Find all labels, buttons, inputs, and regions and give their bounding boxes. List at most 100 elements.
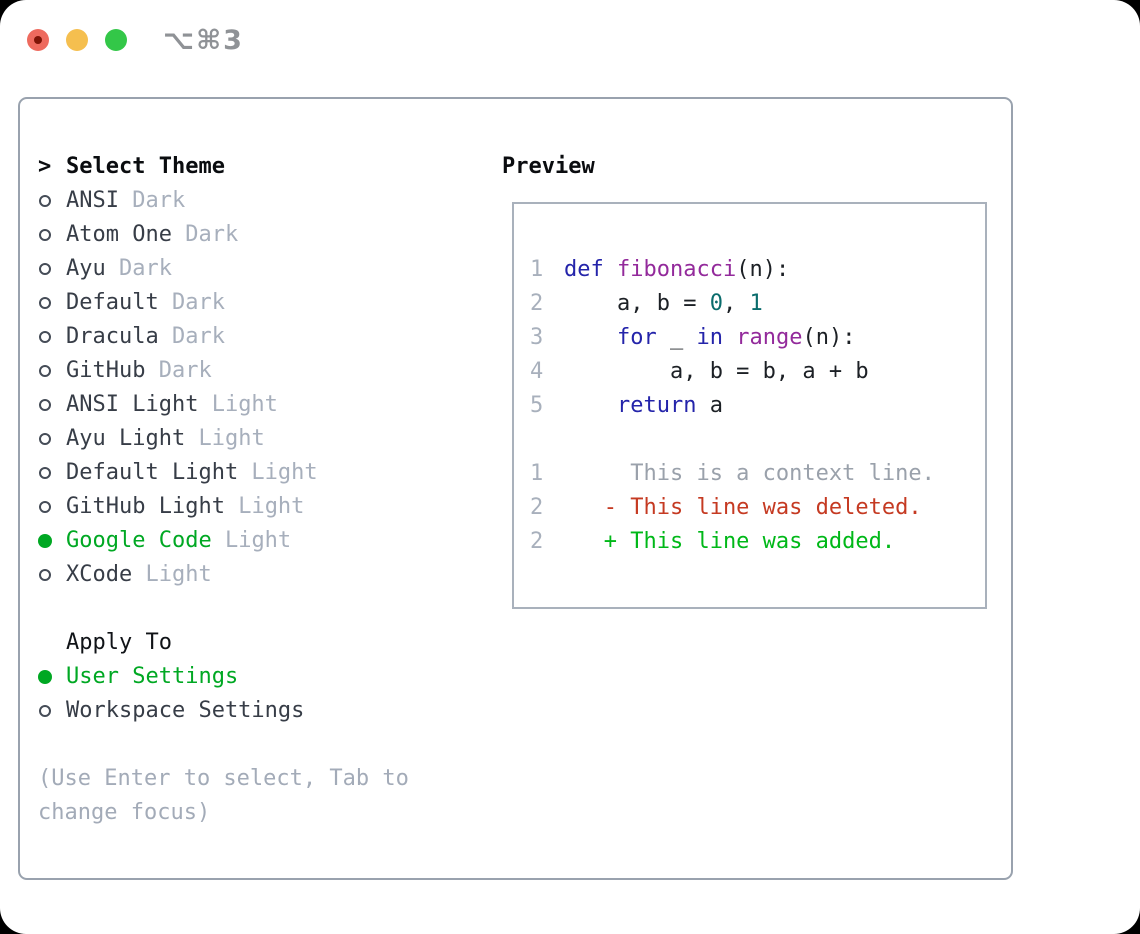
- radio-circle: [39, 467, 51, 479]
- theme-option-dracula[interactable]: Dracula Dark: [38, 320, 498, 354]
- radio-unselected-icon[interactable]: [38, 388, 66, 422]
- radio-circle: [39, 705, 51, 717]
- line-number: 5: [530, 393, 544, 418]
- preview-line: 2 - This line was deleted.: [530, 491, 985, 525]
- theme-variant-tag: Dark: [158, 290, 225, 315]
- close-button[interactable]: [27, 29, 49, 51]
- radio-circle: [39, 501, 51, 513]
- title-bar: ⌥⌘3: [0, 0, 1140, 80]
- radio-unselected-icon[interactable]: [38, 558, 66, 592]
- theme-variant-tag: Dark: [171, 222, 239, 247]
- help-text-line-1: (Use Enter to select, Tab to: [38, 766, 409, 791]
- code-segment: 0: [709, 291, 723, 316]
- theme-option-github[interactable]: GitHub Dark: [38, 354, 498, 388]
- select-theme-title: Select Theme: [66, 154, 225, 179]
- theme-name: Dracula: [66, 324, 159, 349]
- radio-unselected-icon[interactable]: [38, 694, 66, 728]
- code-segment: (n):: [802, 325, 856, 350]
- radio-unselected-icon[interactable]: [38, 354, 66, 388]
- theme-name: Ayu Light: [66, 426, 186, 451]
- theme-name: XCode: [66, 562, 133, 587]
- radio-unselected-icon[interactable]: [38, 490, 66, 524]
- code-segment: ,: [722, 291, 750, 316]
- theme-option-ayu[interactable]: Ayu Dark: [38, 252, 498, 286]
- radio-circle: [39, 399, 51, 411]
- code-segment: This is a context line.: [564, 461, 935, 486]
- code-segment: [723, 325, 736, 350]
- traffic-lights: [27, 29, 127, 51]
- theme-name: Default: [66, 290, 159, 315]
- radio-unselected-icon[interactable]: [38, 286, 66, 320]
- theme-name: Atom One: [66, 222, 172, 247]
- theme-option-ayu-light[interactable]: Ayu Light Light: [38, 422, 498, 456]
- radio-unselected-icon[interactable]: [38, 320, 66, 354]
- zoom-button[interactable]: [105, 29, 127, 51]
- radio-circle: [39, 365, 51, 377]
- theme-option-default-light[interactable]: Default Light Light: [38, 456, 498, 490]
- theme-variant-tag: Dark: [118, 188, 186, 213]
- code-segment: _: [656, 325, 697, 350]
- theme-name: Ayu: [66, 256, 106, 281]
- radio-circle: [39, 263, 51, 275]
- theme-name: Google Code: [66, 528, 212, 553]
- preview-line: 1 This is a context line.: [530, 457, 985, 491]
- apply-option-workspace-settings[interactable]: Workspace Settings: [38, 694, 498, 728]
- apply-to-title: Apply To: [66, 630, 172, 655]
- theme-option-default[interactable]: Default Dark: [38, 286, 498, 320]
- theme-option-ansi-light[interactable]: ANSI Light Light: [38, 388, 498, 422]
- code-segment: in: [696, 325, 723, 350]
- line-number: 1: [530, 461, 544, 486]
- radio-circle: [39, 433, 51, 445]
- line-number: 2: [530, 495, 544, 520]
- theme-option-github-light[interactable]: GitHub Light Light: [38, 490, 498, 524]
- theme-name: GitHub: [66, 358, 146, 383]
- preview-line: [530, 423, 985, 457]
- radio-unselected-icon[interactable]: [38, 456, 66, 490]
- theme-option-ansi[interactable]: ANSI Dark: [38, 184, 498, 218]
- radio-selected-icon[interactable]: [38, 524, 66, 558]
- spacer: [38, 728, 498, 762]
- radio-unselected-icon[interactable]: [38, 422, 66, 456]
- theme-variant-tag: Light: [185, 426, 265, 451]
- radio-circle: [39, 229, 51, 241]
- radio-circle: [39, 195, 51, 207]
- radio-unselected-icon[interactable]: [38, 218, 66, 252]
- theme-variant-tag: Light: [211, 528, 292, 553]
- theme-option-atom-one[interactable]: Atom One Dark: [38, 218, 498, 252]
- line-number: 1: [530, 257, 544, 282]
- apply-to-header: Apply To: [38, 626, 498, 660]
- theme-variant-tag: Light: [224, 494, 305, 519]
- code-segment: return: [616, 393, 697, 418]
- code-segment: (n):: [736, 257, 790, 282]
- radio-circle: [39, 569, 51, 581]
- code-segment: - This line was deleted.: [564, 495, 922, 520]
- radio-circle: [39, 331, 51, 343]
- preview-line: 3 for _ in range(n):: [530, 321, 985, 355]
- theme-name: ANSI: [66, 188, 119, 213]
- code-segment: def: [564, 257, 617, 282]
- theme-variant-tag: Dark: [145, 358, 212, 383]
- code-segment: a, b = b, a + b: [564, 359, 869, 384]
- window-title-shortcut: ⌥⌘3: [163, 24, 244, 56]
- apply-option-label: User Settings: [66, 664, 239, 689]
- theme-option-google-code[interactable]: Google Code Light: [38, 524, 498, 558]
- theme-variant-tag: Dark: [105, 256, 172, 281]
- code-segment: + This line was added.: [564, 529, 896, 554]
- radio-selected-icon[interactable]: [38, 660, 66, 694]
- focus-cursor-icon: >: [38, 154, 52, 179]
- spacer: [38, 592, 498, 626]
- radio-unselected-icon[interactable]: [38, 184, 66, 218]
- minimize-button[interactable]: [66, 29, 88, 51]
- radio-circle: [38, 670, 52, 684]
- theme-variant-tag: Dark: [158, 324, 225, 349]
- code-segment: a, b =: [564, 291, 710, 316]
- apply-option-user-settings[interactable]: User Settings: [38, 660, 498, 694]
- theme-variant-tag: Light: [238, 460, 318, 485]
- line-number: 4: [530, 359, 544, 384]
- radio-unselected-icon[interactable]: [38, 252, 66, 286]
- theme-option-xcode[interactable]: XCode Light: [38, 558, 498, 592]
